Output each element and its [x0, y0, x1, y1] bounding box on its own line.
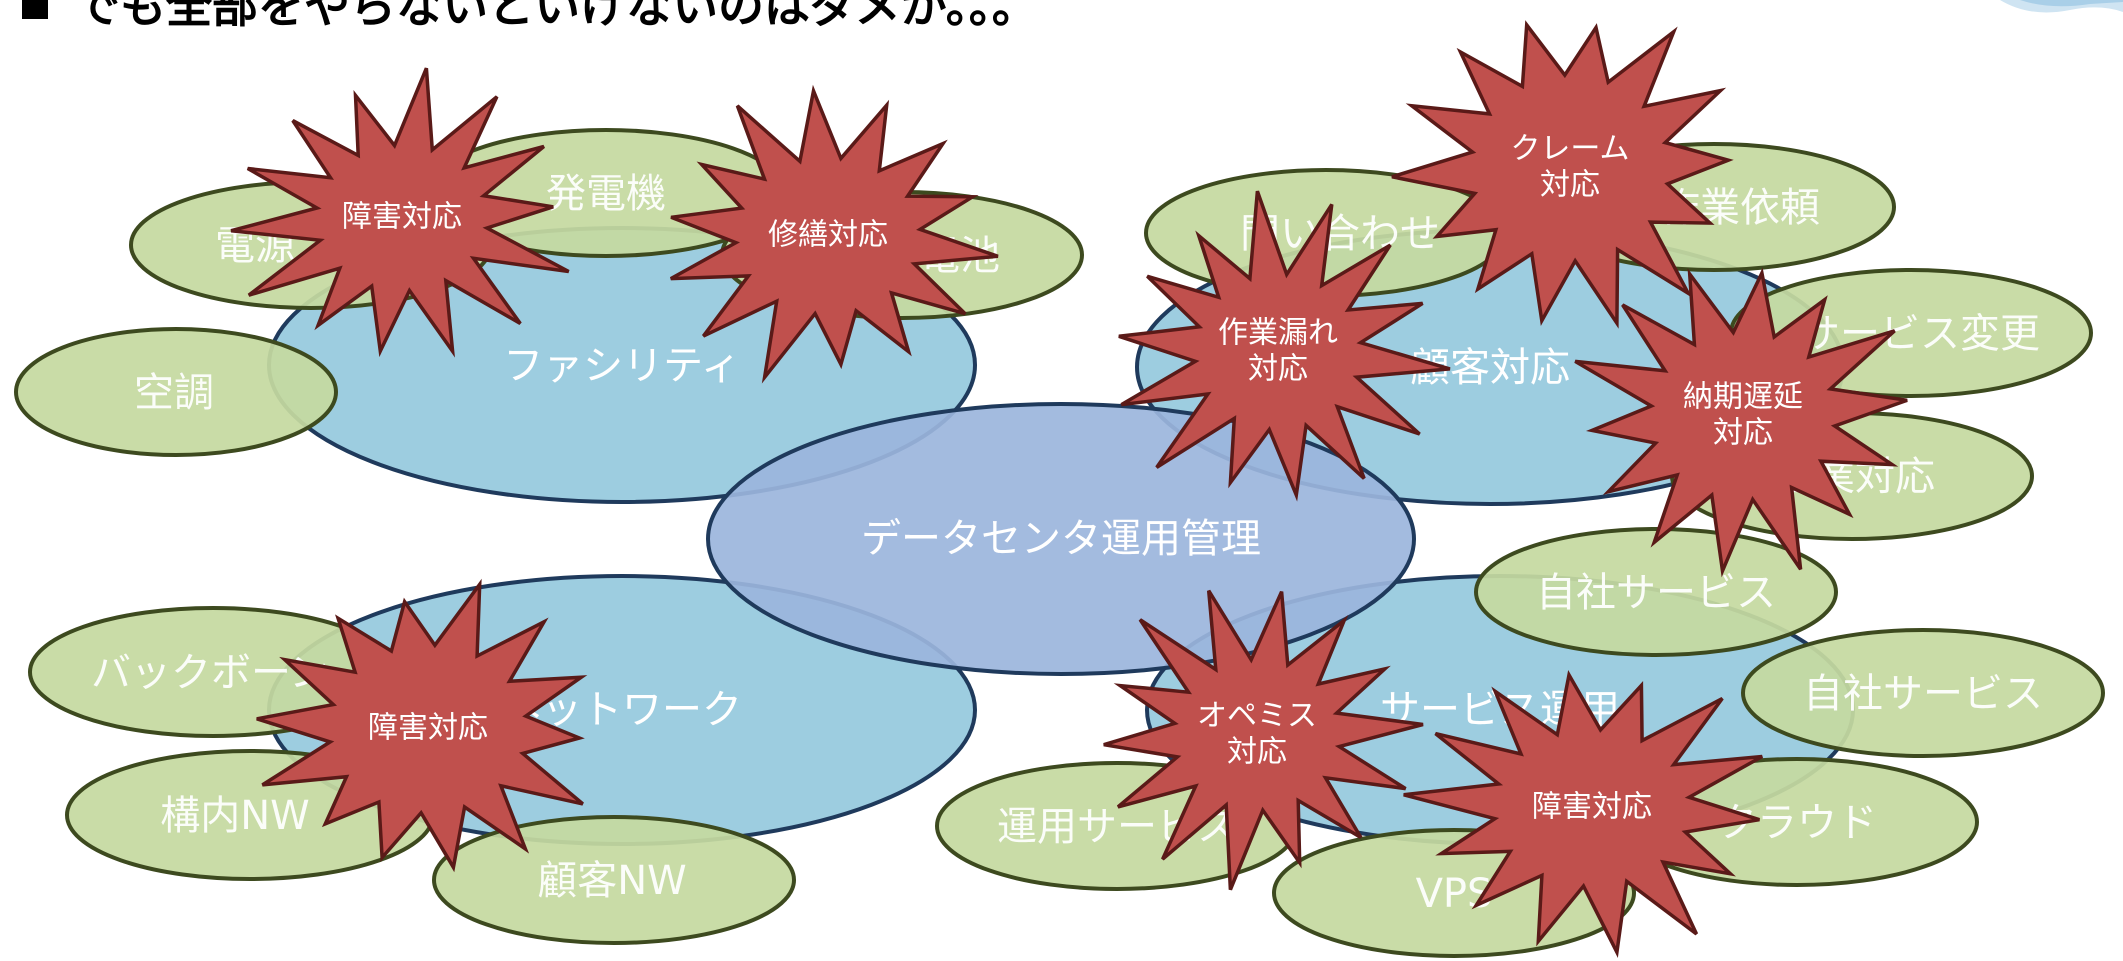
alert-op-miss-burst-icon: [1103, 589, 1424, 891]
alert-delivery-delay-label: 対応: [1713, 416, 1773, 451]
item-campus-nw-label: 構内NW: [160, 793, 309, 839]
alert-network-failure-label: 障害対応: [368, 711, 488, 746]
decorative-cloud-icon: [2000, 0, 2123, 13]
slide-title: でも全部をやらないといけないのはダメか。。。: [22, 0, 1038, 36]
item-generator-label: 発電機: [546, 171, 666, 217]
alert-delivery-delay-label: 納期遅延: [1683, 380, 1803, 415]
center-label: データセンタ運用管理: [861, 516, 1261, 562]
title-bullet-icon: [22, 0, 48, 19]
alert-work-miss-label: 作業漏れ: [1218, 316, 1338, 351]
alert-network-failure-burst-icon: [256, 578, 588, 873]
alert-op-miss-label: オペミス: [1197, 699, 1317, 734]
alert-work-miss-label: 対応: [1248, 352, 1308, 387]
item-aircon: 空調: [14, 327, 338, 457]
item-backbone: バックボーン: [28, 606, 398, 738]
alert-claim-burst-icon: [1391, 20, 1734, 329]
slide-title-text: でも全部をやらないといけないのはダメか。。。: [74, 0, 1038, 33]
alert-facility-failure-label: 障害対応: [342, 200, 462, 235]
alert-claim-label: 対応: [1540, 168, 1600, 203]
item-own-service-1: 自社サービス: [1474, 527, 1838, 657]
domain-facility-label: ファシリティ: [503, 343, 741, 389]
alert-service-failure-label: 障害対応: [1532, 790, 1652, 825]
alert-claim-label: クレーム: [1510, 132, 1629, 167]
alert-delivery-delay-burst-icon: [1574, 267, 1908, 578]
item-vps-label: VPS: [1416, 871, 1493, 917]
item-customer-nw: 顧客NW: [432, 815, 796, 945]
alert-work-miss-burst-icon: [1118, 190, 1451, 502]
alert-facility-failure-burst-icon: [230, 67, 570, 358]
item-own-service-2: 自社サービス: [1741, 628, 2105, 758]
center-node: データセンタ運用管理: [706, 402, 1416, 676]
item-aircon-label: 空調: [134, 370, 214, 416]
item-own-service-1-label: 自社サービス: [1536, 570, 1776, 616]
item-customer-nw-label: 顧客NW: [537, 858, 686, 904]
alert-repair-label: 修繕対応: [768, 218, 888, 253]
item-own-service-2-label: 自社サービス: [1803, 671, 2043, 717]
item-backbone-label: バックボーン: [91, 650, 329, 696]
alert-op-miss-label: 対応: [1227, 735, 1287, 770]
alert-service-failure-burst-icon: [1403, 669, 1764, 958]
alert-repair-burst-icon: [669, 84, 999, 384]
